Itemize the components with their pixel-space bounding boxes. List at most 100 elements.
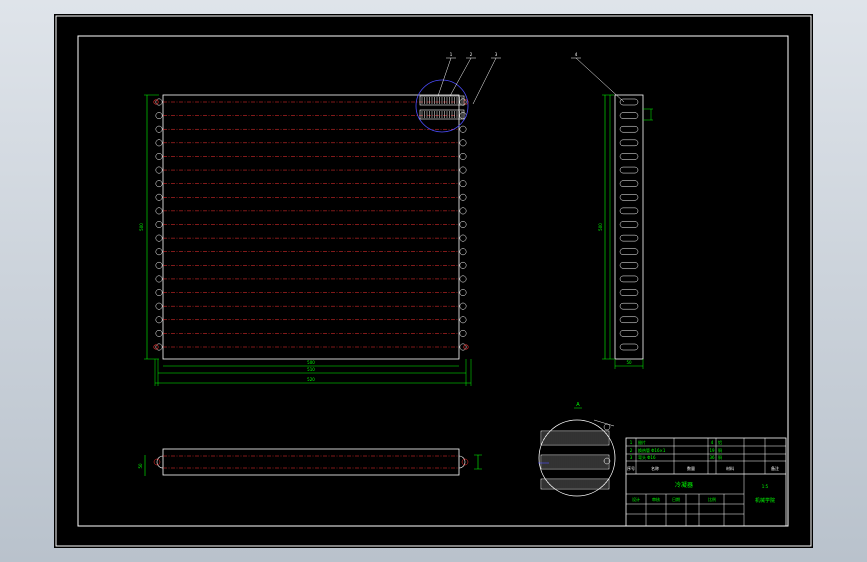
- tube-bend: [459, 234, 467, 242]
- cad-drawing: 500 500 510 520: [55, 15, 812, 547]
- company: 机械学院: [755, 497, 775, 504]
- front-tubes: [153, 98, 469, 351]
- front-width-label-inner: 500: [307, 360, 315, 365]
- header-mat: 材料: [726, 465, 734, 471]
- tube-bend: [155, 180, 163, 188]
- drawing-sheet[interactable]: 500 500 510 520: [54, 14, 813, 548]
- tube-bend: [459, 316, 467, 324]
- row-3-qty: 36: [709, 455, 715, 460]
- tube-bend: [459, 261, 467, 269]
- side-slot: [619, 112, 639, 119]
- tube-bend: [155, 166, 163, 174]
- tube-bend: [155, 98, 163, 106]
- tube-bend: [459, 289, 467, 297]
- tube-bend: [459, 221, 467, 228]
- tube-bend: [459, 248, 467, 256]
- side-slot: [619, 248, 639, 255]
- detail-circle: [538, 419, 616, 497]
- tube-bend: [459, 343, 467, 351]
- row-1-mat: 铝: [718, 439, 722, 445]
- detail-view: [538, 419, 616, 497]
- bottom-view: 50: [138, 448, 482, 476]
- footer-date: 日期: [672, 496, 680, 502]
- row-3-no: 3: [630, 455, 633, 460]
- front-view: 500 500 510 520: [139, 52, 501, 386]
- balloon-2: 2: [470, 52, 473, 57]
- side-slot: [619, 194, 639, 201]
- title-block: 1 翅片 4 铝 2 换热管 Φ16×1 19 铜 3 弯头 Φ16 36 铜 …: [625, 437, 787, 527]
- tube-port: [463, 344, 469, 350]
- tube-bend: [155, 275, 163, 283]
- row-2-name: 换热管 Φ16×1: [638, 447, 666, 453]
- front-height-label: 500: [139, 223, 144, 231]
- side-width-label: 50: [626, 360, 632, 365]
- header-no: 序号: [627, 465, 635, 471]
- title-block-frame: [625, 437, 787, 527]
- side-slot: [619, 302, 639, 310]
- tube-bend: [459, 275, 467, 283]
- tube-bend: [459, 152, 467, 160]
- tube-bend: [155, 193, 163, 201]
- balloon-1: 1: [450, 52, 453, 57]
- tube-bend: [459, 329, 467, 337]
- row-2-mat: 铜: [718, 447, 722, 453]
- tube-bend: [155, 261, 163, 269]
- row-2-no: 2: [630, 448, 633, 453]
- tube-bend: [155, 316, 163, 324]
- bottom-thickness-label: 50: [138, 463, 143, 469]
- tube-bend: [459, 166, 467, 174]
- side-slot: [619, 139, 639, 147]
- row-3-name: 弯头 Φ16: [638, 454, 656, 460]
- side-slot: [619, 275, 639, 283]
- row-1-no: 1: [630, 440, 633, 445]
- side-slots: [619, 98, 639, 351]
- side-slot: [619, 316, 639, 324]
- tube-bend: [155, 302, 163, 310]
- tube-port: [153, 99, 159, 105]
- tube-bend: [155, 207, 163, 215]
- tube-bend: [155, 152, 163, 160]
- row-1-qty: 4: [711, 440, 714, 445]
- side-slot: [619, 289, 639, 296]
- side-slot: [619, 234, 639, 242]
- row-1-name: 翅片: [638, 439, 646, 445]
- tube-bend: [155, 289, 163, 297]
- tube-bend: [155, 329, 163, 337]
- tube-bend: [155, 234, 163, 242]
- side-outline: [614, 94, 644, 360]
- side-view: 500 50 4: [571, 52, 653, 369]
- inner-frame: [77, 35, 789, 527]
- side-slot: [619, 343, 639, 351]
- row-2-qty: 19: [709, 448, 715, 453]
- front-width-label-mid: 510: [307, 367, 315, 372]
- side-slot: [619, 221, 639, 228]
- outer-frame: [55, 15, 812, 547]
- balloon-4: 4: [575, 52, 578, 57]
- tube-port: [153, 344, 159, 350]
- header-name: 名称: [651, 465, 659, 471]
- side-slot: [619, 98, 639, 106]
- tube-bend: [459, 207, 467, 215]
- tube-bend: [459, 180, 467, 188]
- header-note: 备注: [771, 465, 779, 471]
- side-slot: [619, 262, 639, 269]
- tube-bend: [459, 125, 467, 133]
- section-mark: A: [576, 402, 580, 408]
- row-3-mat: 铜: [718, 454, 722, 460]
- tube-bend: [459, 302, 467, 310]
- side-slot: [619, 166, 639, 174]
- footer-scale: 比例: [708, 496, 716, 502]
- tube-bend: [459, 193, 467, 201]
- front-outline: [162, 94, 460, 360]
- footer-design: 设计: [632, 496, 640, 502]
- tube-bend: [155, 112, 163, 120]
- tube-bend: [155, 139, 163, 147]
- side-height-label: 500: [598, 223, 603, 231]
- bottom-outline: [162, 448, 460, 476]
- detail-circle-front: [415, 79, 469, 133]
- scale: 1:5: [762, 484, 769, 489]
- side-slot: [619, 125, 639, 133]
- tube-bend: [155, 343, 163, 351]
- tube-bend: [155, 248, 163, 256]
